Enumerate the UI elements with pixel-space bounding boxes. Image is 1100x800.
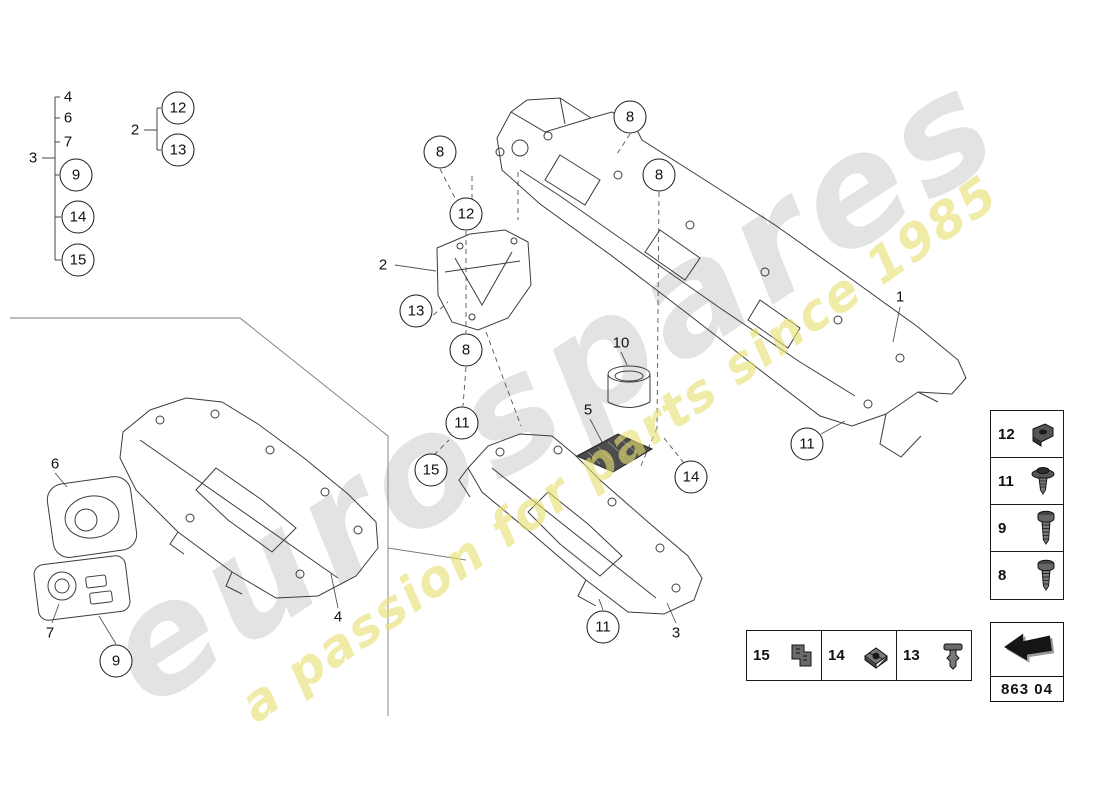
legend-item-12[interactable]: 12	[991, 411, 1063, 458]
part-number-label: 7	[45, 624, 55, 642]
part-callout[interactable]: 15	[414, 453, 448, 487]
part-number-label: 8	[625, 108, 635, 126]
part-number-label: 9	[71, 166, 81, 184]
part-number-label: 11	[595, 618, 611, 636]
part-number-label: 14	[69, 208, 87, 226]
part-number-label: 2	[130, 121, 140, 139]
part-number-label: 12	[457, 205, 475, 223]
part-callout[interactable]: 12	[161, 91, 195, 125]
part-number-label: 3	[671, 624, 681, 642]
part-callout[interactable]: 3	[29, 150, 37, 167]
legend-item-13[interactable]: 13	[897, 631, 971, 680]
part-number-label: 13	[407, 302, 425, 320]
spring-nut-icon	[862, 642, 890, 670]
part-number-label: 13	[169, 141, 187, 159]
part-number-label: 11	[454, 414, 470, 432]
part-number-label: 15	[422, 461, 440, 479]
legend-number: 8	[998, 567, 1007, 584]
part-number-label: 6	[63, 109, 73, 127]
pan-screw-icon	[1036, 559, 1056, 593]
part-callout[interactable]: 13	[399, 294, 433, 328]
part-callout[interactable]: 14	[61, 200, 95, 234]
long-screw-icon	[1036, 510, 1056, 546]
part-callout[interactable]: 13	[161, 133, 195, 167]
part-number-label: 9	[111, 652, 121, 670]
part-number-label: 3	[28, 149, 38, 167]
part-number-label: 2	[378, 256, 388, 274]
legend-item-9[interactable]: 9	[991, 505, 1063, 552]
captive-nut-icon	[1030, 421, 1056, 447]
legend-number: 12	[998, 425, 1015, 443]
fastener-legend-column: 12 11 9	[990, 410, 1064, 600]
part-callout[interactable]: 11	[586, 610, 620, 644]
part-number-label: 7	[63, 133, 73, 151]
part-callout[interactable]: 5	[584, 402, 592, 419]
part-number-label: 6	[50, 455, 60, 473]
back-arrow-icon	[998, 626, 1056, 673]
part-callout[interactable]: 9	[59, 158, 93, 192]
part-callout[interactable]: 2	[131, 122, 139, 139]
legend-number: 13	[903, 647, 920, 664]
part-callout[interactable]: 8	[613, 100, 647, 134]
part-callout[interactable]: 4	[334, 609, 342, 626]
part-number-label: 10	[612, 334, 630, 352]
part-number-label: 14	[682, 468, 700, 486]
part-callout[interactable]: 9	[99, 644, 133, 678]
clip-icon	[787, 641, 815, 671]
legend-item-15[interactable]: 15	[747, 631, 822, 680]
legend-number: 11	[998, 472, 1014, 490]
legend-item-14[interactable]: 14	[822, 631, 897, 680]
part-number-label: 8	[654, 166, 664, 184]
part-callout[interactable]: 8	[642, 158, 676, 192]
part-number-label: 1	[895, 288, 905, 306]
part-callout[interactable]: 15	[61, 243, 95, 277]
back-arrow-button[interactable]	[991, 623, 1063, 677]
part-callout[interactable]: 10	[613, 335, 630, 352]
part-number-label: 4	[63, 88, 73, 106]
part-callout[interactable]: 11	[790, 427, 824, 461]
part-number-label: 15	[69, 251, 87, 269]
part-callout[interactable]: 4	[64, 89, 72, 106]
part-callout[interactable]: 3	[672, 625, 680, 642]
expander-clip-icon	[941, 641, 965, 671]
part-callout[interactable]: 14	[674, 460, 708, 494]
clip-legend-row: 15 14 13	[746, 630, 972, 681]
legend-number: 14	[828, 647, 845, 664]
washer-screw-icon	[1030, 465, 1056, 497]
part-callout[interactable]: 8	[449, 333, 483, 367]
part-callout[interactable]: 8	[423, 135, 457, 169]
part-number-label: 8	[435, 143, 445, 161]
part-callout[interactable]: 7	[64, 134, 72, 151]
part-callout[interactable]: 7	[46, 625, 54, 642]
legend-number: 15	[753, 647, 770, 664]
part-number-label: 12	[169, 99, 187, 117]
legend-number: 9	[998, 519, 1007, 537]
legend-item-8[interactable]: 8	[991, 552, 1063, 599]
diagram-code: 863 04	[1001, 680, 1053, 698]
legend-item-11[interactable]: 11	[991, 458, 1063, 505]
part-callout[interactable]: 11	[445, 406, 479, 440]
part-number-label: 11	[799, 435, 815, 453]
part-callout[interactable]: 1	[896, 289, 904, 306]
part-number-label: 4	[333, 608, 343, 626]
nav-box: 863 04	[990, 622, 1064, 702]
part-callout[interactable]: 6	[51, 456, 59, 473]
part-callout[interactable]: 2	[379, 257, 387, 274]
part-callout[interactable]: 12	[449, 197, 483, 231]
part-number-label: 8	[461, 341, 471, 359]
part-callout[interactable]: 6	[64, 110, 72, 127]
part-number-label: 5	[583, 401, 593, 419]
